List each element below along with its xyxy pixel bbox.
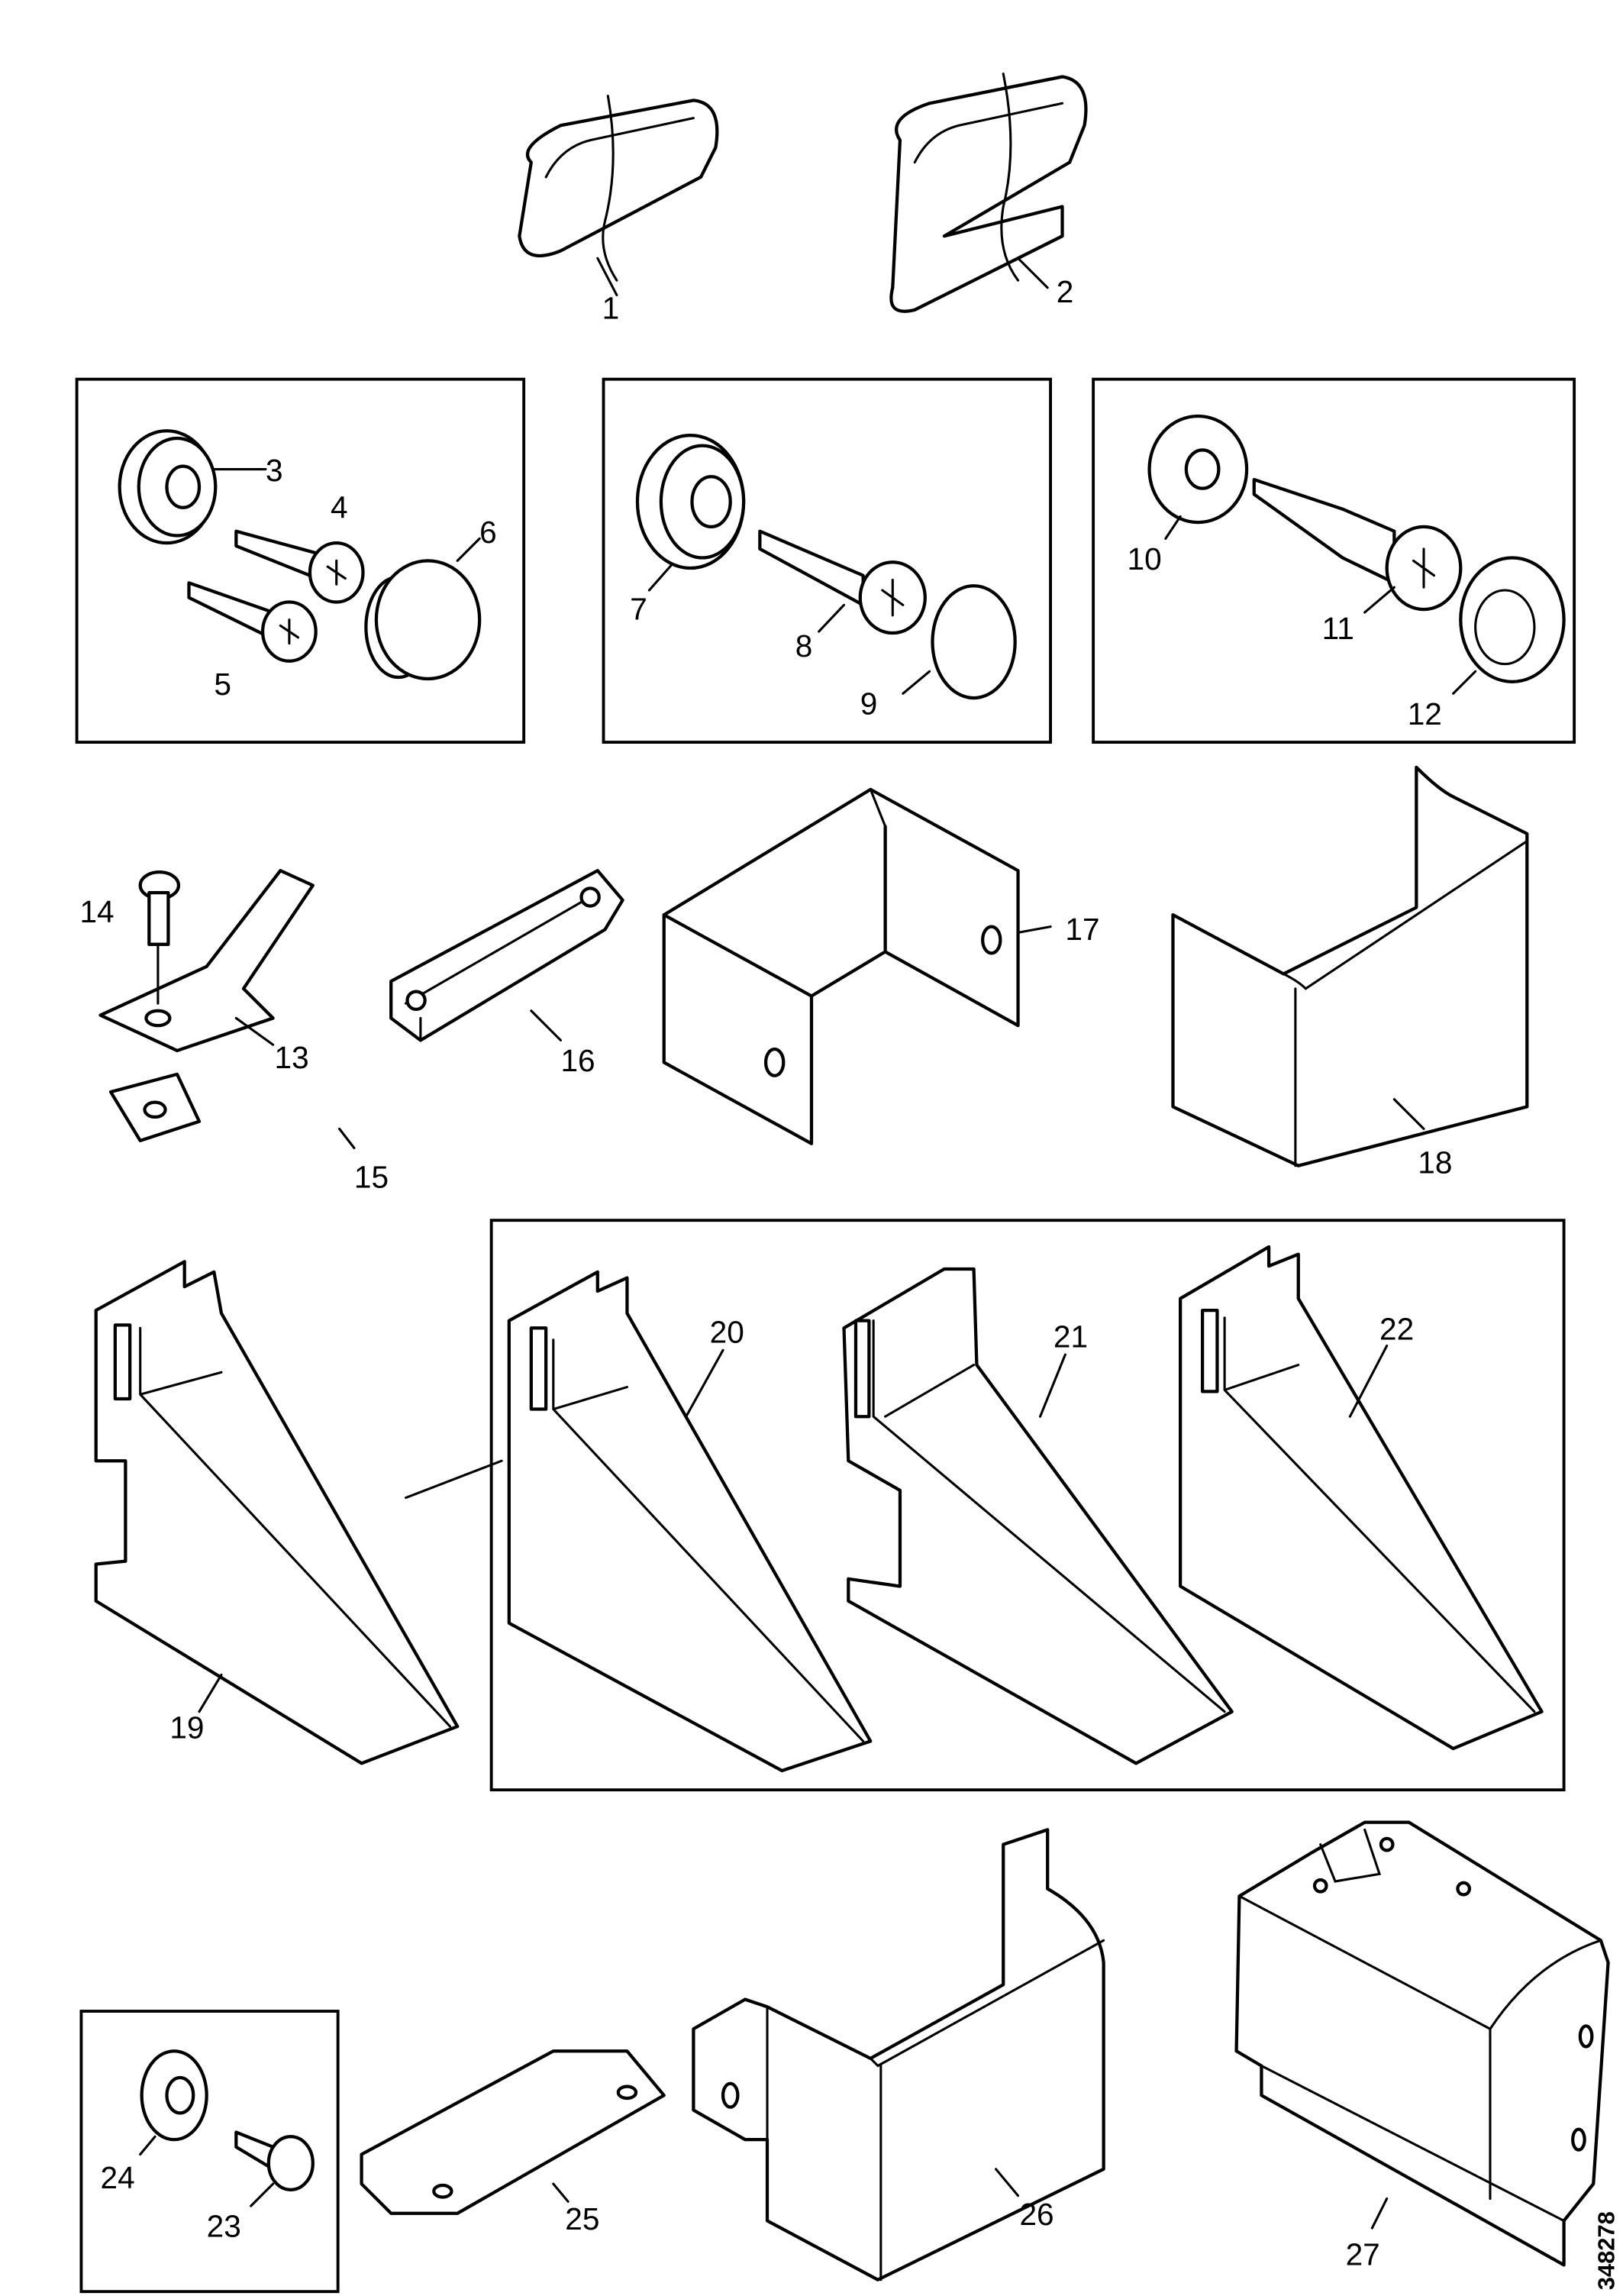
callout-15: 15 (354, 1160, 389, 1195)
group-frame-3-6 (75, 377, 526, 744)
part-4-screw (234, 529, 365, 604)
callout-5: 5 (214, 667, 231, 702)
part-13-bracket (98, 869, 315, 1053)
callout-4: 4 (331, 489, 348, 525)
callout-26: 26 (1019, 2197, 1053, 2232)
callout-9: 9 (860, 686, 878, 721)
callout-3: 3 (266, 453, 283, 488)
callout-16: 16 (560, 1043, 595, 1078)
part-15-nut-plate (108, 1072, 356, 1150)
part-3-grommet (118, 429, 267, 545)
callout-24: 24 (101, 2160, 135, 2195)
part-23-screw (234, 2130, 315, 2207)
callout-20: 20 (710, 1315, 744, 1350)
part-9-cap (902, 584, 1017, 700)
callout-21: 21 (1053, 1319, 1088, 1354)
part-19-support (94, 1260, 503, 1765)
callout-10: 10 (1128, 541, 1162, 576)
group-frame-23-24 (79, 2010, 340, 2294)
part-11-screw (1252, 477, 1463, 614)
callout-8: 8 (795, 628, 813, 664)
callout-2: 2 (1057, 274, 1074, 309)
part-24-washer (139, 2049, 208, 2156)
part-7-grommet (635, 433, 746, 592)
part-6-cap (364, 537, 482, 681)
part-21-support (842, 1267, 1234, 1765)
callout-27: 27 (1346, 2236, 1380, 2272)
part-1-cable-clip (518, 95, 719, 297)
part-12-cap (1452, 556, 1566, 695)
callout-7: 7 (630, 592, 647, 627)
group-frame-10-12 (1092, 377, 1576, 744)
callout-19: 19 (169, 1710, 204, 1745)
group-frame-20-22 (489, 1219, 1566, 1792)
callout-22: 22 (1379, 1312, 1414, 1347)
part-8-screw (758, 529, 927, 635)
part-27-cover (1234, 1820, 1610, 2267)
callout-18: 18 (1418, 1145, 1452, 1180)
illustration-id: 348278 (1592, 2211, 1619, 2290)
part-14-bolt (138, 870, 181, 1005)
part-10-washer (1147, 414, 1249, 540)
callout-12: 12 (1408, 696, 1442, 731)
part-5-screw (187, 581, 318, 663)
callout-11: 11 (1322, 611, 1354, 646)
callout-25: 25 (565, 2201, 599, 2236)
callout-6: 6 (479, 515, 497, 550)
callout-14: 14 (79, 894, 114, 929)
part-2-cable-clip-base (889, 73, 1088, 313)
part-18-cover (1171, 765, 1529, 1167)
part-16-rail (389, 869, 624, 1042)
callout-13: 13 (275, 1040, 309, 1075)
part-17-u-bracket (662, 787, 1052, 1145)
callout-23: 23 (207, 2209, 241, 2244)
part-26-bracket (692, 1828, 1105, 2281)
callout-17: 17 (1065, 912, 1099, 947)
callout-1: 1 (602, 290, 620, 325)
part-22-support (1179, 1245, 1544, 1751)
part-20-support (507, 1270, 873, 1773)
part-25-plate (360, 2049, 666, 2215)
group-frame-7-9 (602, 377, 1053, 744)
